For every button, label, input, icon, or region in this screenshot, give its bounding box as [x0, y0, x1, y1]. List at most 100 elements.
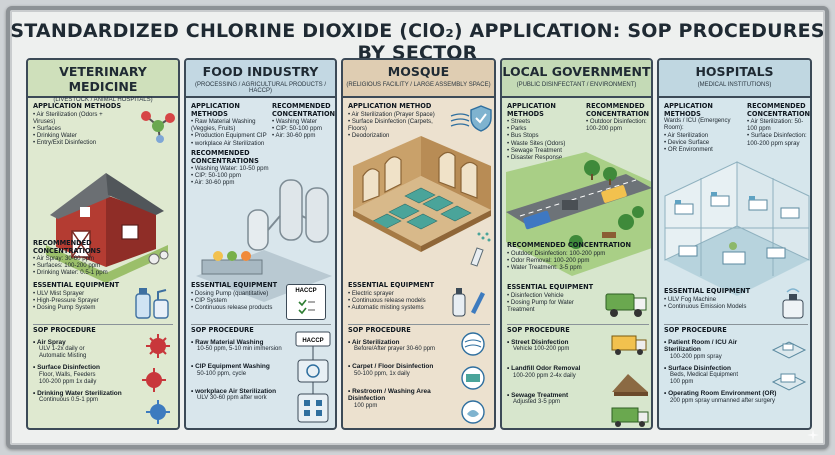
step-detail: Continuous 0.5-1 ppm: [39, 397, 99, 404]
list-item: CIP: 50-100 ppm: [191, 172, 271, 179]
methods-block: Application Methods Wards / ICU (Emergen…: [664, 102, 746, 154]
step-detail: Adjusted 3-5 ppm: [513, 399, 561, 406]
step-detail: 200 ppm spray unmanned after surgery: [670, 397, 776, 404]
list-item: Sewage Treatment: [507, 147, 587, 154]
list-item: Air: 30-60 ppm: [272, 132, 335, 139]
list-item: Outdoor Disinfection: 100-200 ppm: [507, 250, 651, 257]
step-title: Landfill Odor Removal: [507, 365, 607, 373]
step-detail: Vehicle 100-200 ppm: [513, 346, 570, 353]
column-hospitals: Hospitals (Medical Institutions) Applica…: [657, 58, 812, 430]
list-item: Dosing Pump (quantitative): [191, 290, 281, 297]
list-item: Raw Material Washing (Veggies, Fruits): [191, 118, 269, 132]
list-item: ULV Mist Sprayer: [33, 290, 123, 297]
sop-step: Landfill Odor Removal 100-200 ppm 2-4x d…: [507, 365, 607, 380]
hospital-ward-illustration: [664, 161, 810, 296]
list-item: Surface Disinfection (Carpets, Floors): [348, 118, 448, 132]
sop-step: Air Sterilization Before/After prayer 30…: [348, 339, 452, 354]
list-item: Odor Removal: 100-200 ppm: [507, 257, 651, 264]
sop-step: Patient Room / ICU Air Sterilization 100…: [664, 339, 810, 361]
column-food-industry: Food Industry (Processing / Agricultural…: [184, 58, 337, 430]
column-title: Hospitals: [695, 64, 774, 79]
list-item: Parks: [507, 125, 587, 132]
list-item: Dosing Pump for Water Treatment: [507, 299, 595, 313]
list-item: Air Sterilization: [664, 132, 746, 139]
step-detail: Beds, Medical Equipment: [670, 372, 739, 379]
list-item: Air Sterilization (Prayer Space): [348, 111, 448, 118]
step-detail: 10-50 ppm, 5-10 min immersion: [197, 346, 282, 353]
sop-step: Sewage Treatment Adjusted 3-5 ppm: [507, 392, 607, 407]
step-title: Operating Room Environment (OR): [664, 390, 810, 398]
section-heading: Essential Equipment: [348, 281, 435, 289]
section-heading: SOP Procedure: [191, 326, 254, 334]
sop-block: SOP Procedure Raw Material Washing 10-50…: [191, 326, 291, 402]
column-title: Mosque: [387, 64, 450, 79]
list-item: Surfaces: [33, 125, 123, 132]
sop-step: Surface Disinfection Beds, Medical Equip…: [664, 365, 810, 387]
list-item: Disinfection Vehicle: [507, 292, 595, 299]
sop-step: Drinking Water Sterilization Continuous …: [33, 390, 133, 405]
concentrations-block: Recommended Concentrations Washing Water…: [191, 149, 271, 187]
divider: [348, 324, 490, 325]
column-header: Mosque (Religious Facility / Large Assem…: [343, 60, 494, 98]
column-mosque: Mosque (Religious Facility / Large Assem…: [341, 58, 496, 430]
equipment-block: Essential Equipment Disinfection Vehicle…: [507, 283, 595, 313]
column-local-government: Local Government (Public Disinfectant / …: [500, 58, 653, 430]
methods-block: Application Methods Raw Material Washing…: [191, 102, 269, 147]
section-heading: Recommended Concentration: [747, 102, 811, 118]
list-item: Disaster Response: [507, 154, 587, 161]
concentrations-block: Recommended Concentrations Air Spray: 30…: [33, 239, 133, 277]
column-subtitle: (Processing / Agricultural Products / HA…: [194, 82, 327, 94]
step-detail: Before/After prayer 30-60 ppm: [354, 346, 436, 353]
step-title: Surface Disinfection: [664, 365, 810, 373]
concentrations-block-2: Recommended Concentrations Washing Water…: [272, 102, 335, 140]
divider: [191, 324, 331, 325]
step-detail: 100-200 ppm 1x daily: [39, 378, 97, 385]
air-flow-icon: [450, 113, 470, 127]
sop-flow-icons: [461, 332, 485, 424]
list-item: Dosing Pump System: [33, 304, 123, 311]
step-detail: 100 ppm: [354, 402, 378, 409]
equipment-block: Essential Equipment ULV Mist Sprayer Hig…: [33, 281, 123, 311]
methods-intro: Wards / ICU (Emergency Room):: [664, 118, 731, 131]
list-item: Outdoor Disinfection: 100-200 ppm: [586, 118, 651, 132]
step-detail: ULV 1-2x daily or: [39, 346, 85, 353]
step-title: workplace Air Sterilization: [191, 388, 291, 396]
bottle-sprayer-icon: [452, 288, 485, 317]
sop-step: Street Disinfection Vehicle 100-200 ppm: [507, 339, 607, 354]
fog-machine-icon: [782, 288, 804, 319]
sop-vehicle-icons: [611, 335, 649, 427]
badge-label: HACCP: [295, 288, 317, 294]
step-title: CIP Equipment Washing: [191, 363, 291, 371]
list-item: Waste Sites (Odors): [507, 140, 587, 147]
section-heading: Recommended Concentration: [507, 241, 631, 249]
sop-flow-icons: HACCP: [295, 331, 331, 423]
divider: [33, 324, 173, 325]
list-item: Continuous release products: [191, 304, 281, 311]
list-item: Washing Water: [272, 118, 335, 125]
list-item: Water Treatment: 3-5 ppm: [507, 264, 651, 271]
column-title: Veterinary Medicine: [59, 64, 147, 94]
list-item: Surfaces: 100-200 ppm: [33, 262, 133, 269]
section-heading: SOP Procedure: [33, 326, 96, 334]
list-item: CIP: 50-100 ppm: [272, 125, 335, 132]
virus-icons: [142, 334, 170, 424]
list-item: Entry/Exit Disinfection: [33, 139, 123, 146]
step-title: Raw Material Washing: [191, 339, 291, 347]
section-heading: Application Methods: [507, 102, 556, 118]
list-item: Electric sprayer: [348, 290, 448, 297]
checklist-icon: [298, 299, 315, 315]
section-heading: Application Methods: [191, 102, 240, 118]
sop-block: SOP Procedure Street Disinfection Vehicl…: [507, 326, 607, 407]
equipment-block: Essential Equipment Electric sprayer Con…: [348, 281, 448, 311]
list-item: Drinking Water: 0.5-1 ppm: [33, 269, 133, 276]
step-title: Carpet / Floor Disinfection: [348, 363, 452, 371]
column-veterinary: Veterinary Medicine (Livestock / Animal …: [26, 58, 180, 430]
sop-step: Operating Room Environment (OR) 200 ppm …: [664, 390, 810, 405]
column-subtitle: (Livestock / Animal Hospitals): [53, 97, 153, 103]
step-title: Air Sterilization: [348, 339, 452, 347]
list-item: Drinking Water: [33, 132, 123, 139]
prayer-hall-illustration: [353, 136, 491, 252]
svg-text:HACCP: HACCP: [302, 338, 323, 344]
concentrations-block: Recommended Concentration Outdoor Disinf…: [507, 241, 651, 271]
column-title: Food Industry: [202, 64, 319, 79]
